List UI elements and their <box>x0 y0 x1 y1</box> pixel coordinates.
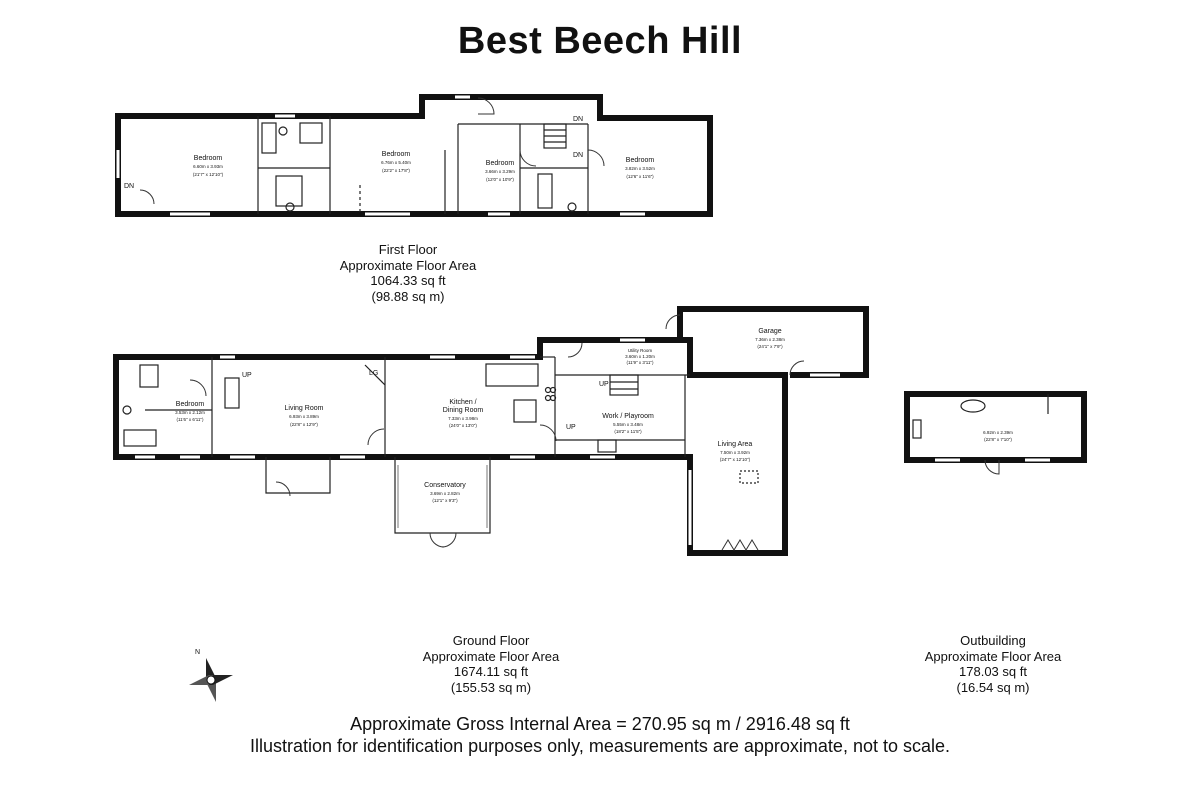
gf-room-name: Conservatory <box>424 482 466 489</box>
ground-floor-area-label: Approximate Floor Area <box>422 648 560 664</box>
gf-room-metric: 3.60m x 1.20m <box>625 354 655 359</box>
disclaimer: Illustration for identification purposes… <box>249 736 951 756</box>
ground-floor-area: Ground Floor Approximate Floor Area 1674… <box>391 633 591 695</box>
outbuilding-metric: 6.92m x 2.39m <box>983 430 1013 435</box>
gf-room-imperial: (12'1" x 9'3") <box>432 498 458 503</box>
gf-room-metric: 6.93m x 3.89m <box>289 414 319 419</box>
down-marker: DN <box>124 183 134 190</box>
ff-room-metric: 3.82m x 3.52m <box>625 166 655 171</box>
ff-room-imperial: (21'7" x 12'10") <box>193 172 224 177</box>
outbuilding-outline <box>904 391 1087 463</box>
conservatory-outline <box>394 457 491 534</box>
ff-room-name: Bedroom <box>626 157 655 164</box>
ff-room-name: Bedroom <box>486 160 515 167</box>
gf-room-name: Utility Room <box>628 348 653 353</box>
ground-floor-outline <box>113 337 788 556</box>
lg-marker: LG <box>369 370 378 377</box>
gf-room-imperial: (22'8" x 12'9") <box>290 422 318 427</box>
ground-floor-area-sqm: (155.53 sq m) <box>450 679 532 695</box>
outbuilding-area-label: Approximate Floor Area <box>924 648 1062 664</box>
compass-icon: N <box>189 649 233 702</box>
gf-room-name-line2: Dining Room <box>443 407 484 414</box>
first-floor-plan: Bedroom 6.60m x 3.93m (21'7" x 12'10") B… <box>115 94 713 217</box>
gf-room-metric: 5.55m x 3.48m <box>613 422 643 427</box>
ff-room-imperial: (12'0" x 10'9") <box>486 177 514 182</box>
footer: Approximate Gross Internal Area = 270.95… <box>0 713 1200 757</box>
outbuilding-area-sqm: (16.54 sq m) <box>956 679 1030 695</box>
first-floor-area-label: Approximate Floor Area <box>339 257 477 273</box>
gf-room-name: Garage <box>758 328 781 335</box>
ff-room-metric: 6.60m x 3.93m <box>193 164 223 169</box>
gf-room-metric: 7.50m x 3.92m <box>720 450 750 455</box>
gf-room-metric: 7.36m x 2.38m <box>755 337 785 342</box>
down-marker: DN <box>573 116 583 123</box>
gf-room-name: Kitchen / <box>449 399 476 406</box>
down-marker: DN <box>573 152 583 159</box>
outbuilding-plan: 6.92m x 2.39m (22'8" x 7'10") <box>904 391 1087 475</box>
up-marker: UP <box>566 424 576 431</box>
garage-outline <box>677 306 869 378</box>
ff-room-name: Bedroom <box>194 155 223 162</box>
gf-room-imperial: (18'2" x 11'5") <box>614 429 642 434</box>
first-floor-outline <box>115 94 713 217</box>
ground-floor-area-sqft: 1674.11 sq ft <box>453 664 529 679</box>
gf-room-name: Living Area <box>718 441 753 448</box>
first-floor-label: First Floor <box>378 242 438 257</box>
compass-north-label: N <box>195 649 200 656</box>
outbuilding-label: Outbuilding <box>960 633 1026 648</box>
gf-room-imperial: (24'1" x 7'9") <box>757 344 783 349</box>
gf-room-metric: 3.53m x 2.12m <box>175 410 205 415</box>
ff-room-name: Bedroom <box>382 151 411 158</box>
ground-floor-plan: Bedroom 3.53m x 2.12m (11'6" x 6'11") Li… <box>113 306 869 556</box>
gf-room-imperial: (11'6" x 6'11") <box>176 417 204 422</box>
ground-floor-label: Ground Floor <box>452 633 530 648</box>
up-marker: UP <box>242 372 252 379</box>
first-floor-area-sqft: 1064.33 sq ft <box>370 273 446 288</box>
gf-room-name: Work / Playroom <box>602 413 654 420</box>
gf-room-metric: 3.69m x 2.82m <box>430 491 460 496</box>
ff-room-metric: 6.76m x 5.40m <box>381 160 411 165</box>
ff-room-imperial: (12'6" x 11'6") <box>626 174 654 179</box>
outbuilding-area: Outbuilding Approximate Floor Area 178.0… <box>893 633 1093 695</box>
gf-room-metric: 7.33m x 3.98m <box>448 416 478 421</box>
gross-internal-area: Approximate Gross Internal Area = 270.95… <box>350 714 850 734</box>
ff-room-imperial: (22'2" x 17'8") <box>382 168 410 173</box>
gf-room-imperial: (24'0" x 13'0") <box>449 423 477 428</box>
outbuilding-imperial: (22'8" x 7'10") <box>984 437 1012 442</box>
gf-room-name: Bedroom <box>176 401 205 408</box>
outbuilding-area-sqft: 178.03 sq ft <box>959 664 1027 679</box>
gf-room-imperial: (11'9" x 3'11") <box>626 360 654 365</box>
gf-room-name: Living Room <box>285 405 324 412</box>
plan-title: Best Beech Hill <box>457 20 743 62</box>
gf-room-imperial: (24'7" x 12'10") <box>720 457 751 462</box>
first-floor-area: First Floor Approximate Floor Area 1064.… <box>308 242 508 304</box>
first-floor-area-sqm: (98.88 sq m) <box>371 288 445 304</box>
up-marker: UP <box>599 381 609 388</box>
ff-room-metric: 3.66m x 3.29m <box>485 169 515 174</box>
